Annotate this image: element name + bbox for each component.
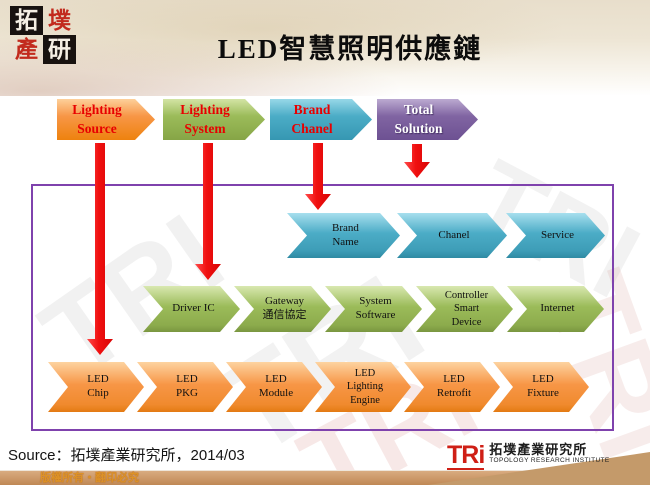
chain-step-label: LED Chip [87,373,109,399]
chain-step-label: LED Retrofit [436,373,472,399]
tri-logo-name-en: TOPOLOGY RESEARCH INSTITUTE [489,457,610,464]
chain-step-label: LED Fixture [527,373,559,399]
page-title: LED智慧照明供應鏈 [217,34,483,64]
header-label: Lighting Source [72,101,122,136]
down-arrow-total-solution [404,144,430,178]
chain-step-label: Driver IC [172,302,215,315]
header-total-solution: Total Solution [377,99,478,140]
chain-step-label: Chanel [438,228,470,241]
parchment-banner [0,0,650,96]
copyright-notice: 版權所有‧翻印必究 [40,472,139,484]
seal-char: 拓 [10,6,43,35]
tri-logo-name-zh: 拓墣產業研究所 [489,442,588,457]
chain-step-label: System Software [355,295,396,321]
header-label: Lighting System [180,101,230,136]
seal-char: 產 [15,37,38,62]
chain-step-led-retrofit: LED Retrofit [404,362,500,412]
header-lighting-system: Lighting System [163,99,265,140]
chain-step-label: LED Module [258,373,294,399]
tri-logo: TRi 拓墣產業研究所 TOPOLOGY RESEARCH INSTITUTE [447,443,610,470]
header-label: Total Solution [394,101,443,136]
chain-step-label: Gateway 通信協定 [262,295,307,321]
chain-step-led-chip: LED Chip [48,362,144,412]
chain-step-led-pkg: LED PKG [137,362,233,412]
chain-step-label: LED PKG [175,373,198,399]
header-brand-chanel: Brand Chanel [270,99,372,140]
chain-step-label: Internet [540,302,575,315]
header-lighting-source: Lighting Source [57,99,155,140]
header-label: Brand Chanel [291,101,333,136]
topology-seal-logo: 拓 墣 產 研 [10,6,76,64]
chain-step-label: Service [541,228,574,241]
source-citation: Source：拓墣產業研究所，2014/03 [8,447,245,464]
seal-char: 研 [43,35,76,64]
chain-step-label: Controller Smart Device [444,290,489,328]
chain-step-label: LED Lighting Engine [346,368,384,406]
chain-step-label: Brand Name [332,221,359,248]
seal-char: 墣 [48,8,71,33]
tri-logo-acronym: TRi [447,441,485,470]
